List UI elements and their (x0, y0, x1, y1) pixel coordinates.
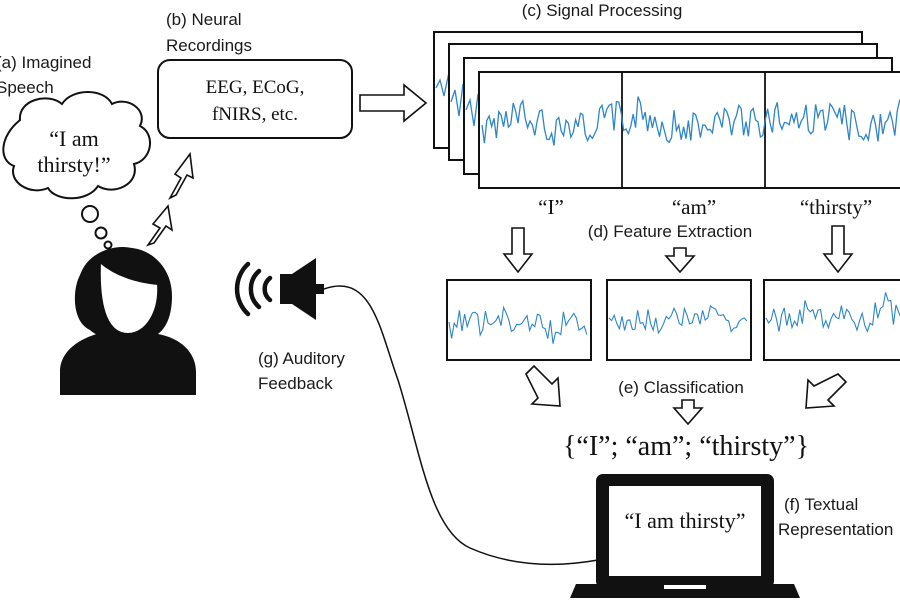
arrow-feature-1-to-class (525, 364, 561, 407)
arrow-feature-3-to-class (805, 373, 848, 409)
classification-result: {“I”; “am”; “thirsty”} (563, 431, 809, 462)
label-textual-representation-1: (f) Textual (784, 495, 858, 514)
label-feature-extraction: (d) Feature Extraction (588, 222, 752, 241)
feature-trace-2 (608, 304, 748, 335)
thought-bubble-icon (2, 91, 151, 250)
arrow-segment-2-down (664, 247, 696, 274)
thought-text-line2: thirsty!” (37, 152, 110, 177)
label-auditory-feedback-2: Feedback (258, 374, 333, 393)
label-auditory-feedback-1: (g) Auditory (258, 349, 345, 368)
laptop-icon (570, 474, 800, 598)
feature-window-1 (446, 279, 592, 361)
segment-label-3: “thirsty” (800, 195, 872, 219)
label-imagined-speech-1: (a) Imagined (0, 53, 91, 72)
arrow-head-to-recordings-1 (145, 204, 174, 247)
speaker-icon (280, 258, 324, 320)
segment-label-2: “am” (672, 195, 716, 219)
label-classification: (e) Classification (618, 378, 744, 397)
front-signal-trace (481, 96, 900, 146)
recordings-text-line2: fNIRS, etc. (212, 104, 298, 125)
arrow-segment-3-down (822, 225, 854, 274)
laptop-screen-text: “I am thirsty” (625, 508, 746, 533)
feature-trace-1 (448, 305, 588, 344)
feature-window-3 (763, 279, 900, 361)
recordings-text-line1: EEG, ECoG, (206, 77, 305, 98)
thought-text-line1: “I am (49, 126, 98, 151)
arrow-recordings-to-processing (359, 83, 428, 123)
arrow-head-to-recordings-2 (168, 151, 194, 200)
person-silhouette-icon (60, 247, 196, 395)
feature-trace-3 (765, 292, 900, 333)
label-signal-processing: (c) Signal Processing (522, 1, 683, 20)
label-imagined-speech-2: Speech (0, 78, 54, 97)
speaker-cable (323, 285, 599, 566)
recordings-box (157, 59, 353, 139)
segment-label-1: “I” (538, 195, 564, 219)
arrow-segment-1-down (502, 227, 534, 274)
sound-waves-icon (234, 261, 273, 317)
label-textual-representation-2: Representation (778, 520, 893, 539)
label-neural-recordings-1: (b) Neural (166, 10, 242, 29)
arrow-feature-2-to-class (672, 399, 704, 426)
stacked-signal-windows (433, 31, 900, 189)
label-neural-recordings-2: Recordings (166, 36, 252, 55)
